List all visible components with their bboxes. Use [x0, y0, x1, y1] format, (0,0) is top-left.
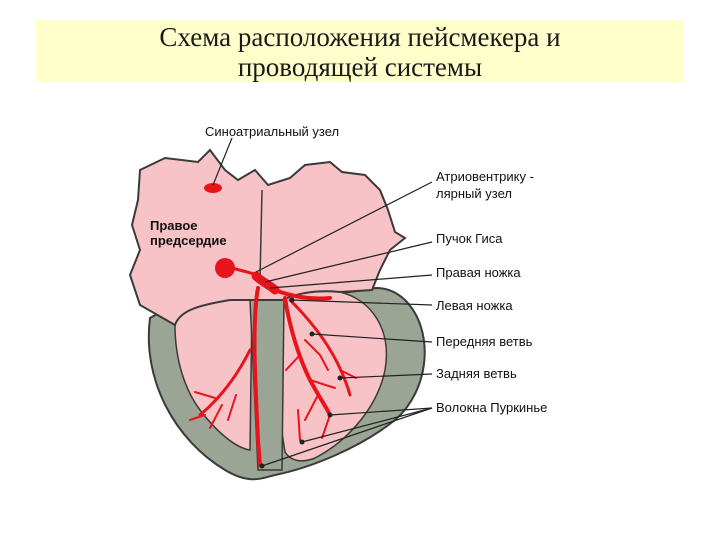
av-node-shape	[215, 258, 235, 278]
title-line-2: проводящей системы	[237, 52, 483, 82]
right-purkinje-1	[198, 348, 252, 417]
marker-dots	[259, 297, 343, 469]
left-purkinje-2	[309, 379, 336, 389]
label-right-branch: Правая ножка	[436, 265, 521, 280]
conduction-system	[189, 183, 357, 467]
left-purkinje-3	[304, 394, 319, 421]
interatrial-septum	[259, 189, 263, 281]
left-branch-shape	[273, 288, 332, 301]
right-purkinje-4	[227, 394, 237, 421]
title-banner: Схема расположения пейсмекера и проводящ…	[36, 20, 684, 82]
label-right-atrium-2: предсердие	[150, 233, 227, 248]
label-av-node-2: лярный узел	[436, 186, 512, 201]
right-purkinje-5	[189, 414, 206, 421]
label-purkinje: Волокна Пуркинье	[436, 400, 547, 415]
atria	[128, 148, 407, 327]
label-sa-node: Синоатриальный узел	[205, 124, 339, 139]
sa-node-shape	[204, 183, 222, 193]
left-purkinje-4	[285, 354, 301, 371]
left-purkinje-6	[321, 414, 331, 439]
label-anterior-branch: Передняя ветвь	[436, 334, 533, 349]
right-purkinje-2	[194, 391, 216, 399]
label-his-bundle: Пучок Гиса	[436, 231, 503, 246]
left-purkinje-5	[339, 369, 357, 379]
right-purkinje-3	[209, 404, 223, 429]
label-right-atrium-1: Правое	[150, 218, 198, 233]
left-purkinje-1	[304, 339, 329, 371]
posterior-branch-shape	[288, 298, 352, 397]
right-branch-shape	[252, 286, 262, 467]
label-av-node-1: Атриовентрику -	[436, 169, 534, 184]
label-posterior-branch: Задняя ветвь	[436, 366, 517, 381]
label-left-branch: Левая ножка	[436, 298, 513, 313]
leader-lines	[212, 137, 433, 467]
left-purkinje-7	[297, 409, 301, 441]
title-line-1: Схема расположения пейсмекера и	[159, 22, 561, 52]
